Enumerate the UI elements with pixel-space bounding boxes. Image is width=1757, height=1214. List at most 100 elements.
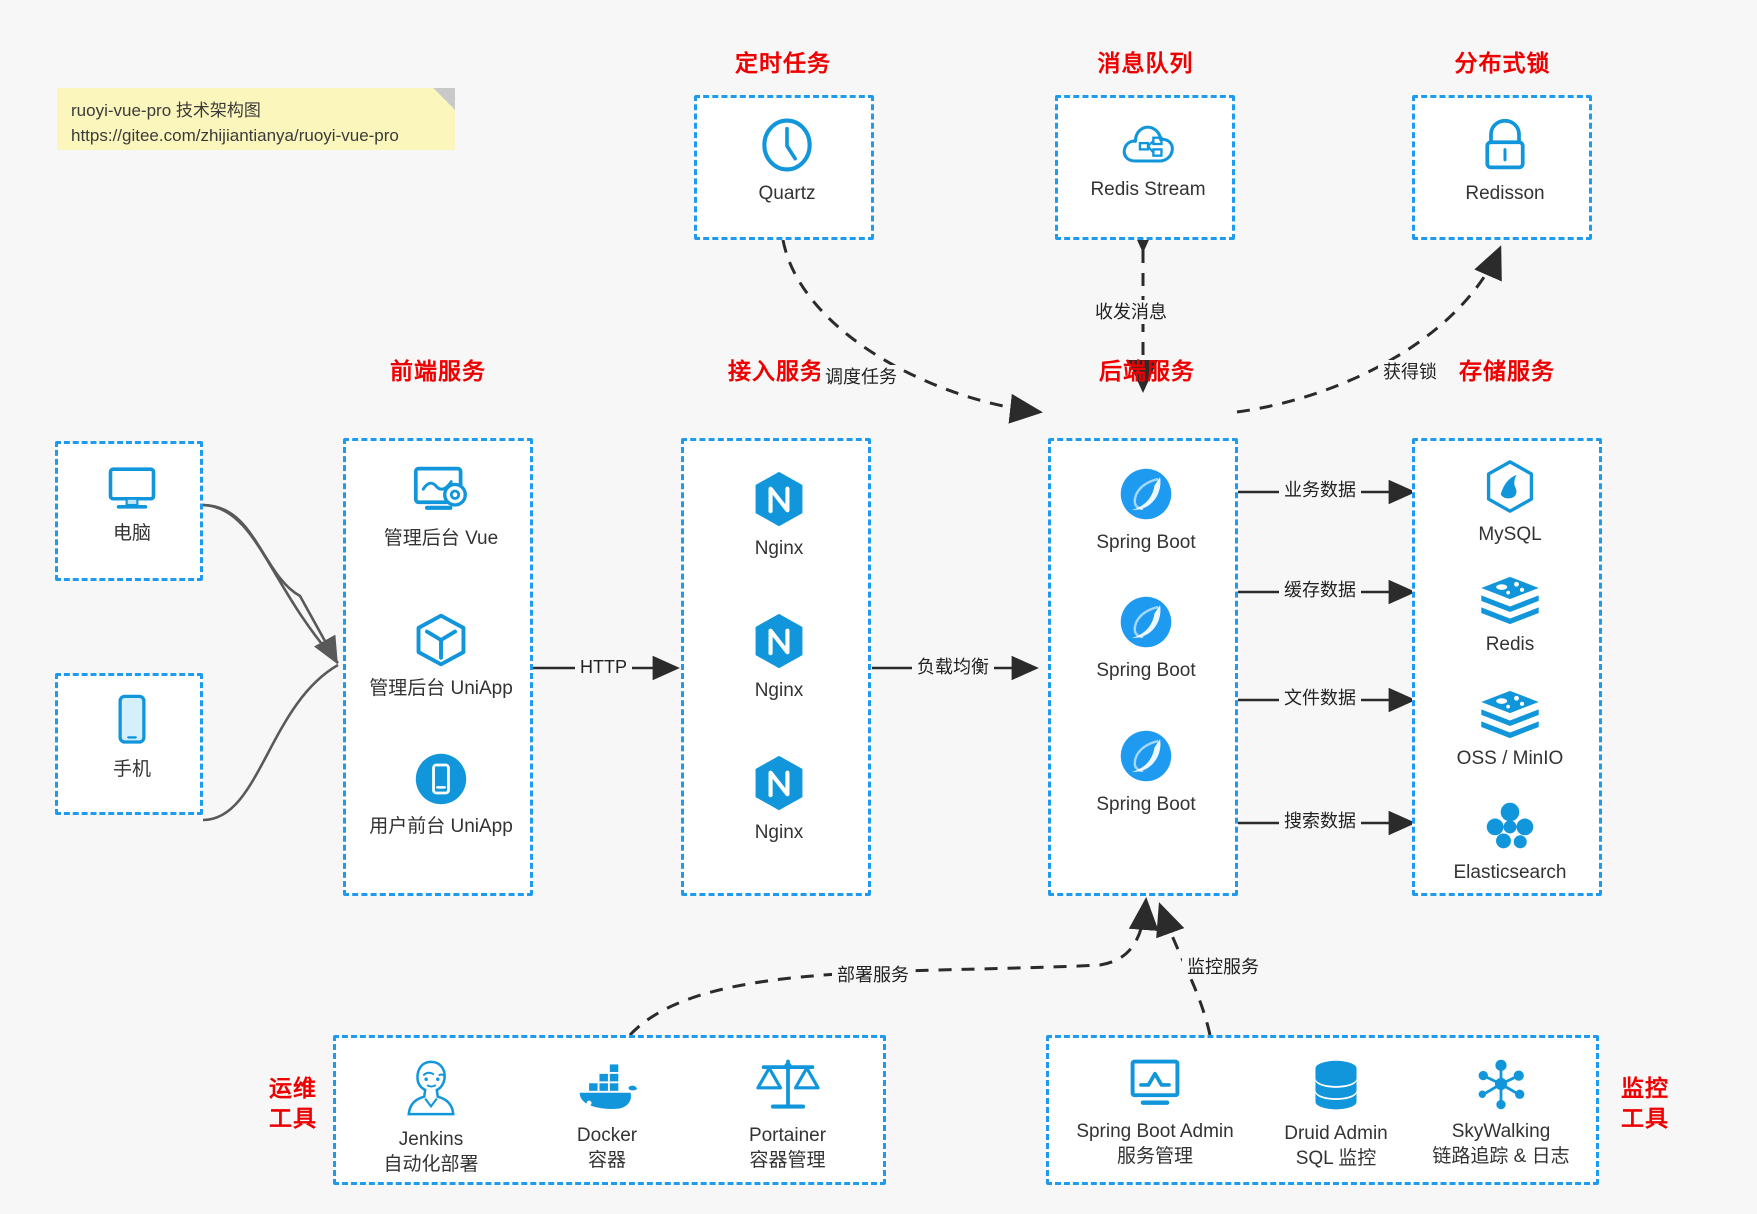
node-label: Redis xyxy=(1485,634,1535,655)
node-spring-boot-1[interactable]: Spring Boot xyxy=(1051,465,1241,555)
node-admin-uniapp[interactable]: 管理后台 UniApp xyxy=(346,611,536,701)
dashboard-gear-icon xyxy=(413,466,467,510)
group-title-frontend: 前端服务 xyxy=(390,358,486,384)
node-label: Spring Boot xyxy=(1096,532,1196,553)
node-label: MySQL xyxy=(1478,524,1542,545)
node-label: 管理后台 UniApp xyxy=(369,678,513,699)
group-title-monitoring-line2: 工具 xyxy=(1621,1105,1669,1131)
node-nginx-2[interactable]: Nginx xyxy=(684,611,874,703)
node-mysql[interactable]: MySQL xyxy=(1415,459,1605,547)
group-title-gateway: 接入服务 xyxy=(728,358,824,384)
node-spring-boot-3[interactable]: Spring Boot xyxy=(1051,727,1241,817)
group-client-phone: 手机 xyxy=(55,673,203,815)
spring-boot-icon xyxy=(1120,730,1172,782)
node-sublabel: 自动化部署 xyxy=(383,1154,479,1175)
note-fold-corner xyxy=(433,88,455,110)
node-label: 手机 xyxy=(112,759,151,780)
node-label: OSS / MinIO xyxy=(1456,748,1564,769)
node-nginx-1[interactable]: Nginx xyxy=(684,469,874,561)
node-skywalking[interactable]: SkyWalking 链路追踪 & 日志 xyxy=(1401,1056,1601,1169)
group-devops: Jenkins 自动化部署 Docker 容器 xyxy=(333,1035,886,1185)
node-label: 电脑 xyxy=(112,523,151,544)
node-phone[interactable]: 手机 xyxy=(58,692,206,782)
group-title-distributed-lock: 分布式锁 xyxy=(1454,50,1551,76)
node-oss-minio[interactable]: OSS / MinIO xyxy=(1415,689,1605,771)
nginx-icon xyxy=(755,755,803,811)
group-title-message-queue: 消息队列 xyxy=(1097,50,1194,76)
edge-label-cache-data: 缓存数据 xyxy=(1279,578,1361,602)
node-sublabel: 链路追踪 & 日志 xyxy=(1432,1146,1570,1167)
group-scheduled-task: Quartz xyxy=(694,95,874,240)
group-backend: Spring Boot Spring Boot Spring Boot xyxy=(1048,438,1238,896)
network-nodes-icon xyxy=(1478,1059,1525,1110)
cube-icon xyxy=(416,613,466,667)
group-storage: MySQL Redis xyxy=(1412,438,1602,896)
group-message-queue: Redis Stream xyxy=(1055,95,1235,240)
node-docker[interactable]: Docker 容器 xyxy=(522,1060,692,1173)
group-title-devops-line2: 工具 xyxy=(269,1105,317,1131)
node-label: Elasticsearch xyxy=(1453,862,1567,883)
jenkins-icon xyxy=(407,1060,455,1116)
node-label: Docker xyxy=(576,1125,638,1146)
node-label: Quartz xyxy=(758,183,816,204)
edge-label-deploy-service: 部署服务 xyxy=(832,963,914,987)
node-druid-admin[interactable]: Druid Admin SQL 监控 xyxy=(1251,1058,1421,1171)
node-computer[interactable]: 电脑 xyxy=(58,462,206,546)
node-label: Portainer xyxy=(748,1125,827,1146)
node-redis-stream[interactable]: Redis Stream xyxy=(1058,118,1238,202)
edge-label-http: HTTP xyxy=(575,655,632,679)
node-label: Nginx xyxy=(754,680,804,701)
node-elasticsearch[interactable]: Elasticsearch xyxy=(1415,799,1605,885)
cloud-stream-icon xyxy=(1122,125,1174,163)
node-quartz[interactable]: Quartz xyxy=(697,116,877,206)
diagram-note: ruoyi-vue-pro 技术架构图 https://gitee.com/zh… xyxy=(57,88,455,150)
group-title-devops-line1: 运维 xyxy=(269,1075,317,1101)
node-label: 管理后台 Vue xyxy=(383,528,499,549)
edge-label-load-balance: 负载均衡 xyxy=(912,655,994,679)
node-label: Jenkins xyxy=(398,1129,464,1150)
note-line-title: ruoyi-vue-pro 技术架构图 xyxy=(71,101,261,120)
group-gateway: Nginx Nginx Nginx xyxy=(681,438,871,896)
redis-icon xyxy=(1481,576,1539,625)
node-sublabel: 容器管理 xyxy=(749,1150,826,1171)
node-label: 用户前台 UniApp xyxy=(369,816,513,837)
edge-label-send-receive-message: 收发消息 xyxy=(1090,300,1172,324)
elasticsearch-icon xyxy=(1486,802,1534,849)
edge-label-file-data: 文件数据 xyxy=(1279,686,1361,710)
node-label: Spring Boot Admin xyxy=(1076,1121,1234,1142)
nginx-icon xyxy=(755,613,803,669)
lock-icon xyxy=(1485,118,1525,170)
node-spring-boot-2[interactable]: Spring Boot xyxy=(1051,593,1241,683)
scales-icon xyxy=(755,1059,820,1109)
database-icon xyxy=(1315,1060,1357,1110)
clock-icon xyxy=(762,118,812,172)
node-label: Druid Admin xyxy=(1284,1123,1388,1144)
group-title-devops: 运维 工具 xyxy=(258,1073,328,1133)
node-user-uniapp[interactable]: 用户前台 UniApp xyxy=(346,751,536,839)
group-title-storage: 存储服务 xyxy=(1459,358,1555,384)
edge-label-search-data: 搜索数据 xyxy=(1279,809,1361,833)
node-nginx-3[interactable]: Nginx xyxy=(684,753,874,845)
redis-icon xyxy=(1481,690,1539,739)
group-monitoring: Spring Boot Admin 服务管理 Druid Admin SQL 监… xyxy=(1046,1035,1599,1185)
node-label: Spring Boot xyxy=(1096,794,1196,815)
node-redis[interactable]: Redis xyxy=(1415,575,1605,657)
spring-boot-icon xyxy=(1120,468,1172,520)
node-spring-boot-admin[interactable]: Spring Boot Admin 服务管理 xyxy=(1055,1056,1255,1169)
monitor-chart-icon xyxy=(1130,1059,1180,1105)
edge-label-schedule-task: 调度任务 xyxy=(820,365,902,389)
node-portainer[interactable]: Portainer 容器管理 xyxy=(700,1054,875,1173)
spring-boot-icon xyxy=(1120,596,1172,648)
node-sublabel: 服务管理 xyxy=(1116,1146,1193,1167)
edge-label-monitor-service: 监控服务 xyxy=(1182,955,1264,979)
group-title-monitoring-line1: 监控 xyxy=(1621,1075,1669,1101)
docker-icon xyxy=(579,1064,638,1109)
group-distributed-lock: Redisson xyxy=(1412,95,1592,240)
monitor-icon xyxy=(108,467,156,509)
node-redisson[interactable]: Redisson xyxy=(1415,116,1595,206)
node-label: Redisson xyxy=(1465,183,1545,204)
mobile-app-icon xyxy=(415,753,467,805)
node-admin-vue[interactable]: 管理后台 Vue xyxy=(346,463,536,551)
node-jenkins[interactable]: Jenkins 自动化部署 xyxy=(346,1056,516,1177)
